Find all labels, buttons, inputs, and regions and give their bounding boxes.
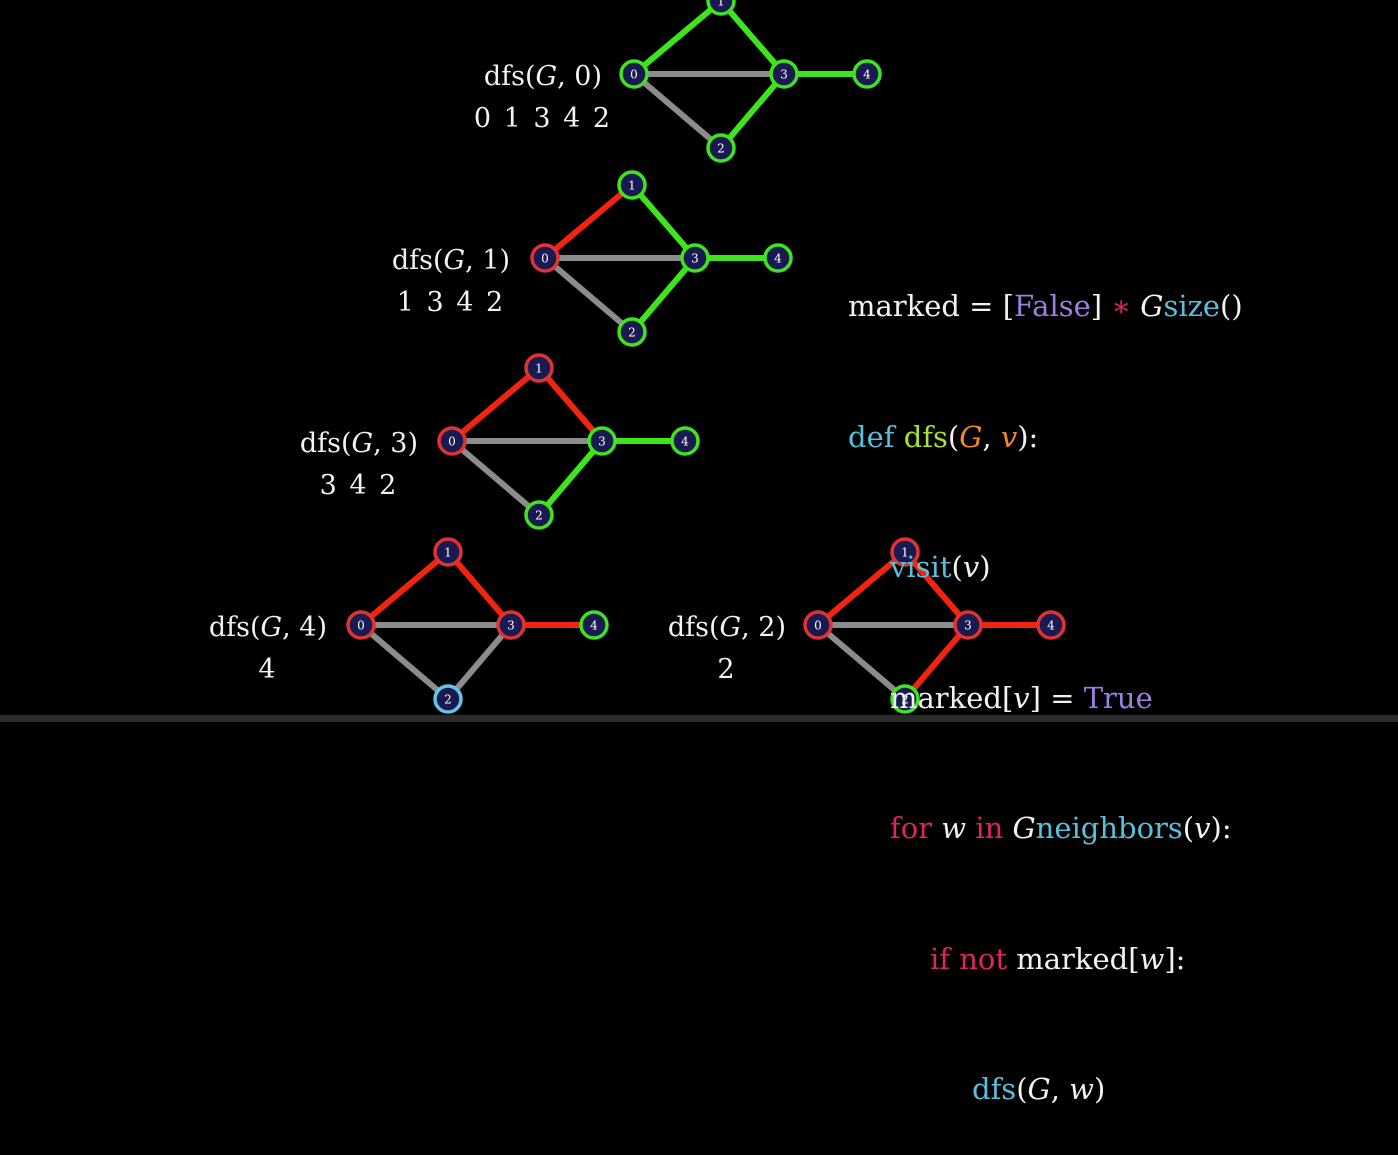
code-line-7: dfs(G, w) — [972, 1072, 1106, 1106]
dfs-call-label: dfs(G, 4) — [209, 612, 327, 643]
graph-edge-2-3 — [445, 622, 514, 702]
dfs-call-label: dfs(G, 1) — [392, 245, 510, 276]
graph-node-3 — [953, 610, 983, 640]
graph-node-label-0: 0 — [541, 252, 549, 266]
graph-node-label-4: 4 — [1047, 619, 1055, 633]
graph-node-1 — [524, 353, 554, 383]
graph-edge-2-3 — [629, 255, 698, 335]
visit-order-text: 2 — [717, 654, 734, 685]
graph-node-4 — [1036, 610, 1066, 640]
dfs-graph-0: 0 1 2 3 4 dfs(G, 0) 0 1 3 4 2 — [474, 0, 882, 163]
dfs-call-label: dfs(G, 2) — [668, 612, 786, 643]
graph-node-label-1: 1 — [444, 546, 452, 560]
graph-edge-0-2 — [815, 622, 908, 702]
graph-edge-1-3 — [718, 0, 787, 77]
visit-order-text: 3 4 2 — [320, 470, 397, 501]
graph-node-label-1: 1 — [901, 546, 909, 560]
graph-node-3 — [587, 426, 617, 456]
dfs-call-label: dfs(G, 0) — [484, 61, 602, 92]
graph-edge-1-3 — [536, 365, 605, 444]
dfs-call-label: dfs(G, 3) — [300, 428, 418, 459]
graph-node-label-0: 0 — [448, 435, 456, 449]
graph-edge-2-3 — [718, 71, 787, 151]
dfs-diagram: 0 1 2 3 4 dfs(G, 0) 0 1 3 4 2 0 1 2 3 4 dfs(G, 1) 1 3… — [209, 0, 1066, 714]
graph-edge-0-2 — [631, 71, 724, 151]
graph-node-2 — [617, 317, 647, 347]
graph-node-label-2: 2 — [535, 509, 543, 523]
graph-node-label-4: 4 — [681, 435, 689, 449]
visit-order-text: 4 — [258, 654, 275, 685]
graph-node-0 — [346, 610, 376, 640]
dfs-graph-4: 0 1 2 3 4 dfs(G, 2) 2 — [668, 537, 1066, 714]
dfs-graph-3: 0 1 2 3 4 dfs(G, 4) 4 — [209, 537, 609, 714]
graph-node-1 — [890, 537, 920, 567]
graph-node-label-3: 3 — [691, 252, 699, 266]
graph-node-label-4: 4 — [774, 252, 782, 266]
graph-node-3 — [496, 610, 526, 640]
graph-node-label-4: 4 — [590, 619, 598, 633]
graph-node-4 — [579, 610, 609, 640]
dfs-graph-2: 0 1 2 3 4 dfs(G, 3) 3 4 2 — [300, 353, 700, 530]
graph-node-label-0: 0 — [630, 68, 638, 82]
graph-edge-1-3 — [445, 549, 514, 628]
graph-node-label-1: 1 — [535, 362, 543, 376]
graph-node-2 — [433, 684, 463, 714]
graph-node-2 — [890, 684, 920, 714]
graph-edge-0-2 — [449, 438, 542, 518]
graph-node-label-3: 3 — [598, 435, 606, 449]
graph-node-1 — [706, 0, 736, 16]
graph-node-label-4: 4 — [863, 68, 871, 82]
code-line-4: marked[v] = True — [890, 680, 1153, 715]
graph-node-0 — [530, 243, 560, 273]
graph-node-label-3: 3 — [780, 68, 788, 82]
graph-node-0 — [437, 426, 467, 456]
code-line-5: for w in Gneighbors(v): — [890, 811, 1232, 845]
graph-node-label-2: 2 — [628, 326, 636, 340]
code-line-2: def dfs(G, v): — [848, 419, 1039, 454]
graph-edge-0-1 — [542, 182, 635, 261]
code-line-1: marked = [False] ∗ Gsize() — [848, 289, 1243, 323]
graph-node-0 — [619, 59, 649, 89]
graph-node-0 — [803, 610, 833, 640]
graph-edge-2-3 — [902, 622, 971, 702]
graph-edge-0-1 — [449, 365, 542, 444]
graph-node-4 — [670, 426, 700, 456]
graph-node-label-0: 0 — [357, 619, 365, 633]
graph-edge-0-2 — [542, 255, 635, 335]
graph-edge-0-1 — [815, 549, 908, 628]
graph-node-label-1: 1 — [628, 179, 636, 193]
visit-order-text: 0 1 3 4 2 — [474, 103, 610, 134]
graph-node-4 — [763, 243, 793, 273]
graph-node-label-2: 2 — [717, 142, 725, 156]
graph-node-label-3: 3 — [507, 619, 515, 633]
dfs-graph-1: 0 1 2 3 4 dfs(G, 1) 1 3 4 2 — [392, 170, 793, 347]
visit-order-text: 1 3 4 2 — [397, 287, 503, 318]
bottom-bar — [0, 715, 1398, 722]
graph-node-label-2: 2 — [444, 693, 452, 707]
dfs-code-block: marked = [False] ∗ Gsize() def dfs(G, v)… — [848, 198, 1243, 1155]
graph-node-3 — [769, 59, 799, 89]
graph-node-2 — [706, 133, 736, 163]
graph-edge-0-1 — [631, 0, 724, 77]
graph-edge-0-2 — [358, 622, 451, 702]
graph-node-3 — [680, 243, 710, 273]
graph-node-label-2: 2 — [901, 693, 909, 707]
code-line-3: visit(v) — [890, 550, 991, 584]
graph-edge-1-3 — [902, 549, 971, 628]
graph-node-2 — [524, 500, 554, 530]
graph-node-4 — [852, 59, 882, 89]
graph-edge-1-3 — [629, 182, 698, 261]
graph-node-label-0: 0 — [814, 619, 822, 633]
graph-node-1 — [433, 537, 463, 567]
graph-edge-0-1 — [358, 549, 451, 628]
code-line-6: if not marked[w]: — [930, 941, 1186, 976]
graph-node-label-3: 3 — [964, 619, 972, 633]
graph-edge-2-3 — [536, 438, 605, 518]
graph-node-1 — [617, 170, 647, 200]
graph-node-label-1: 1 — [717, 0, 725, 9]
